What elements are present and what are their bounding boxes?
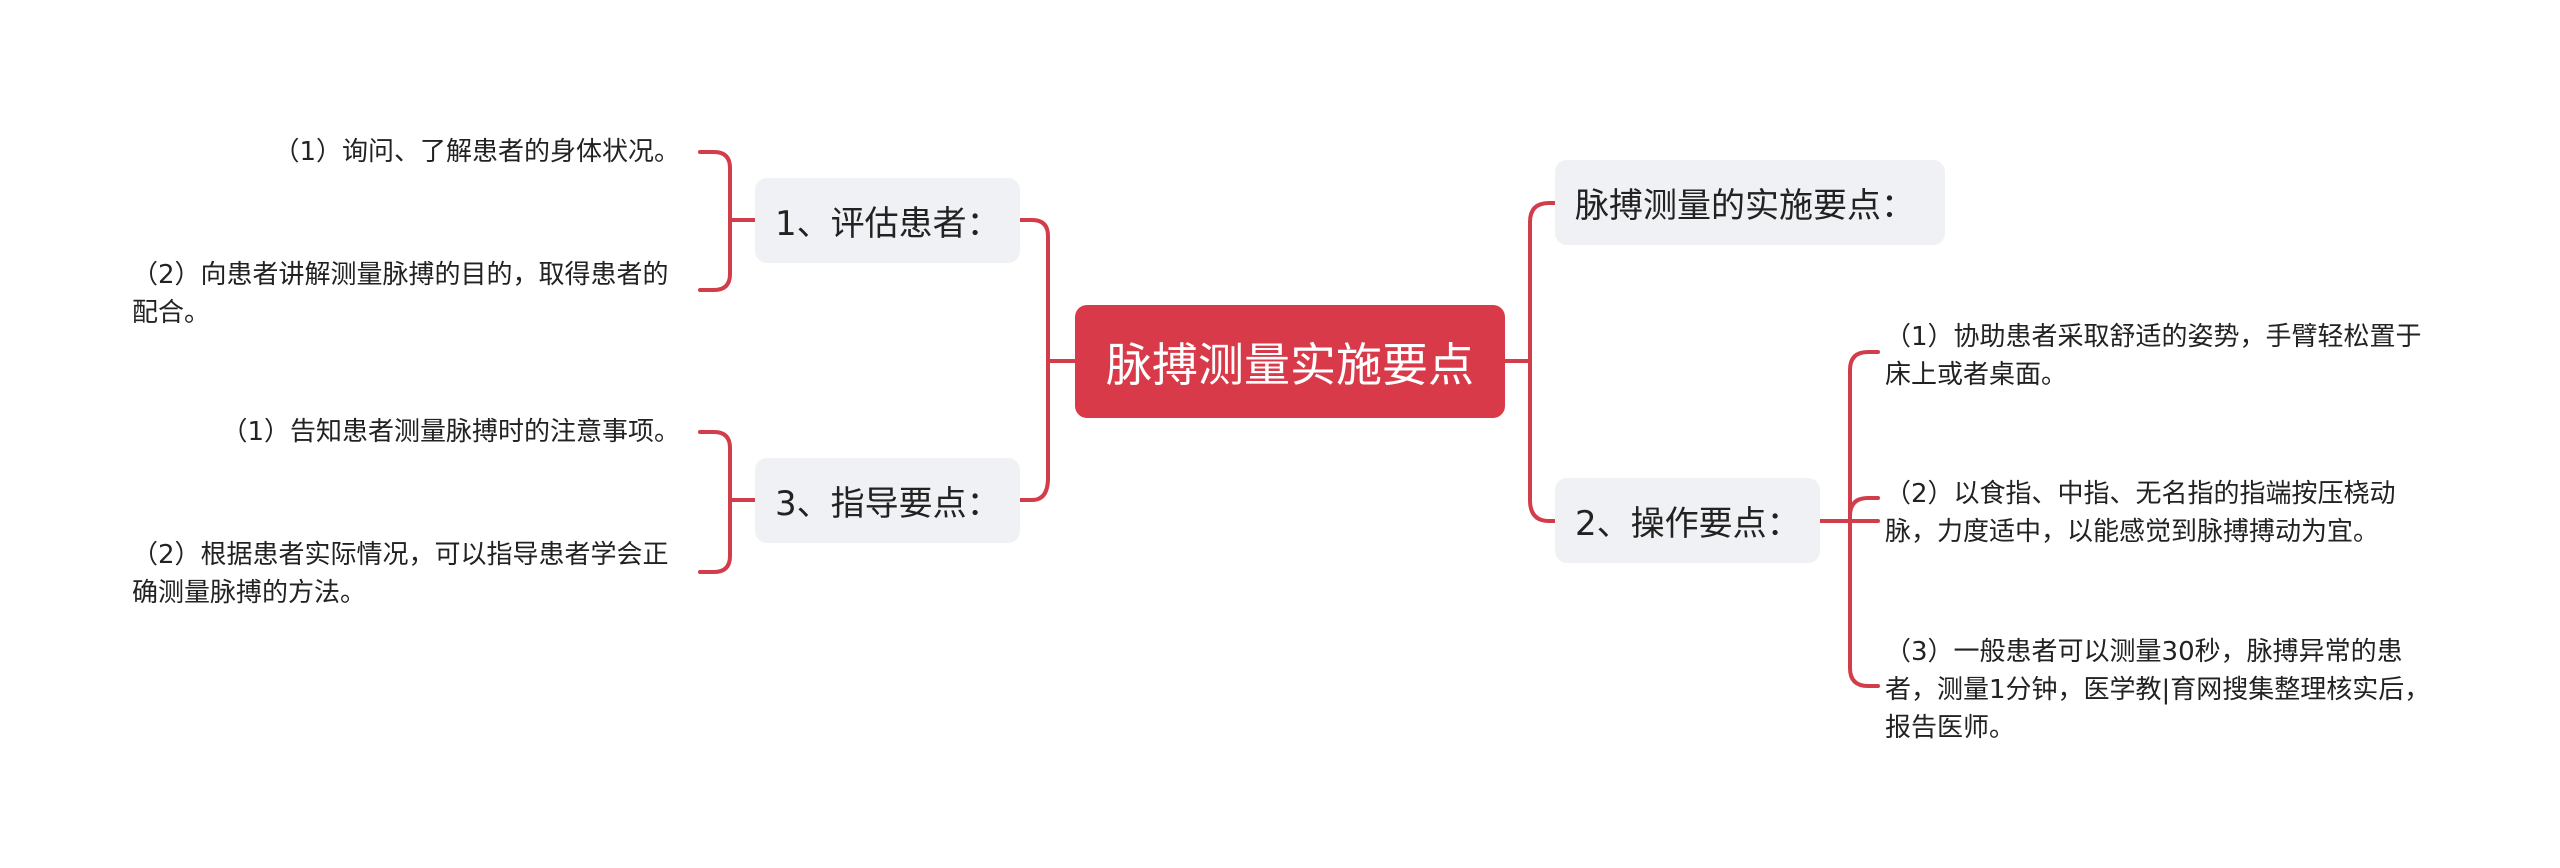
connector-to-assess <box>1018 218 1050 238</box>
branch-assess-label: 1、评估患者： <box>775 204 1001 244</box>
leaf-operate-3-text: （3）一般患者可以测量30秒，脉搏异常的患者，测量1分钟，医学教|育网搜集整理核… <box>1885 637 2431 743</box>
leaf-guide-1: （1）告知患者测量脉搏时的注意事项。 <box>100 413 680 451</box>
branch-implementation-label: 脉搏测量的实施要点： <box>1575 186 1915 226</box>
connector-operate-leaf-3 <box>1848 666 1880 688</box>
connector-guide-leaf-2 <box>698 554 732 574</box>
leaf-guide-1-text: （1）告知患者测量脉搏时的注意事项。 <box>221 417 680 447</box>
leaf-operate-2-text: （2）以食指、中指、无名指的指端按压桡动脉，力度适中，以能感觉到脉搏搏动为宜。 <box>1885 479 2396 547</box>
leaf-operate-2: （2）以食指、中指、无名指的指端按压桡动脉，力度适中，以能感觉到脉搏搏动为宜。 <box>1885 475 2440 551</box>
leaf-guide-2: （2）根据患者实际情况，可以指导患者学会正确测量脉搏的方法。 <box>132 536 682 612</box>
branch-operation[interactable]: 2、操作要点： <box>1555 478 1820 563</box>
connector-to-operate <box>1528 498 1557 523</box>
branch-guidance-label: 3、指导要点： <box>775 484 1001 524</box>
leaf-operate-1: （1）协助患者采取舒适的姿势，手臂轻松置于床上或者桌面。 <box>1885 318 2440 394</box>
leaf-assess-1-text: （1）询问、了解患者的身体状况。 <box>273 137 680 167</box>
branch-operation-label: 2、操作要点： <box>1575 504 1801 544</box>
branch-assess-patient[interactable]: 1、评估患者： <box>755 178 1020 263</box>
root-label: 脉搏测量实施要点 <box>1106 337 1474 392</box>
leaf-guide-2-text: （2）根据患者实际情况，可以指导患者学会正确测量脉搏的方法。 <box>132 540 669 608</box>
connector-operate-leaf-1 <box>1848 350 1880 372</box>
leaf-operate-1-text: （1）协助患者采取舒适的姿势，手臂轻松置于床上或者桌面。 <box>1885 322 2422 390</box>
leaf-assess-2: （2）向患者讲解测量脉搏的目的，取得患者的配合。 <box>132 256 682 332</box>
connector-to-guide <box>1018 476 1050 502</box>
connector-assess-leaf-2 <box>698 272 732 292</box>
connector-assess-leaf-1 <box>698 150 732 170</box>
leaf-assess-1: （1）询问、了解患者的身体状况。 <box>100 133 680 171</box>
root-node[interactable]: 脉搏测量实施要点 <box>1075 305 1505 418</box>
branch-implementation[interactable]: 脉搏测量的实施要点： <box>1555 160 1945 245</box>
branch-guidance[interactable]: 3、指导要点： <box>755 458 1020 543</box>
connector-guide-leaf-1 <box>698 430 732 450</box>
leaf-assess-2-text: （2）向患者讲解测量脉搏的目的，取得患者的配合。 <box>132 260 669 328</box>
connector-operate-leaf-2 <box>1848 496 1880 518</box>
leaf-operate-3: （3）一般患者可以测量30秒，脉搏异常的患者，测量1分钟，医学教|育网搜集整理核… <box>1885 633 2440 747</box>
connector-to-implement <box>1528 201 1557 224</box>
